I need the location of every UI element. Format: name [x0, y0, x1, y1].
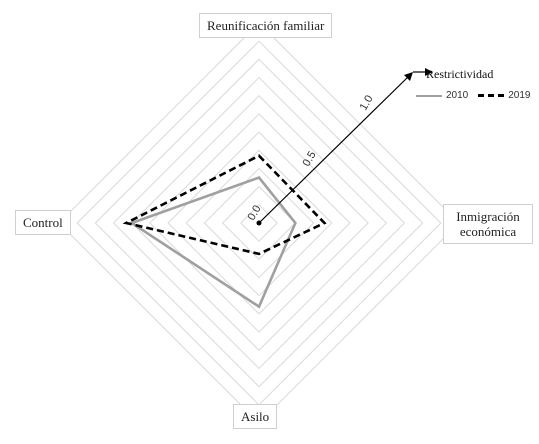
- axis-label-asilo: Asilo: [233, 404, 278, 429]
- axis-label-inmigracion: Inmigración económica: [443, 204, 533, 244]
- legend: 2010 2019: [416, 90, 531, 101]
- grid-ring-6: [149, 113, 369, 333]
- arrow-head: [404, 72, 413, 81]
- restrictividad-arrow: [256, 68, 433, 226]
- radar-series: [122, 154, 327, 309]
- grid-ring-4: [185, 149, 333, 297]
- grid-ring-1: [240, 204, 278, 242]
- grid-ring-3: [203, 167, 315, 279]
- legend-label-2010: 2010: [446, 90, 469, 101]
- grid-ring-2: [221, 185, 297, 261]
- legend-label-2019: 2019: [508, 90, 531, 101]
- arrow-shaft: [258, 75, 410, 224]
- grid-ring-8: [112, 76, 406, 370]
- arrow-head-right: [425, 68, 433, 76]
- grid-ring-9: [94, 58, 424, 388]
- arrow-origin-dot: [256, 220, 262, 226]
- series-2010: [128, 176, 297, 309]
- radar-grid: [58, 22, 460, 424]
- legend-swatch-2010: [416, 94, 442, 97]
- grid-ring-7: [131, 95, 387, 351]
- series-2019: [122, 154, 327, 256]
- legend-swatch-2019: [478, 94, 505, 97]
- axis-label-control: Control: [15, 210, 71, 235]
- arrow-label: Restrictividad: [426, 67, 494, 81]
- axis-label-reunificacion: Reunificación familiar: [199, 13, 333, 38]
- grid-ring-5: [167, 131, 351, 315]
